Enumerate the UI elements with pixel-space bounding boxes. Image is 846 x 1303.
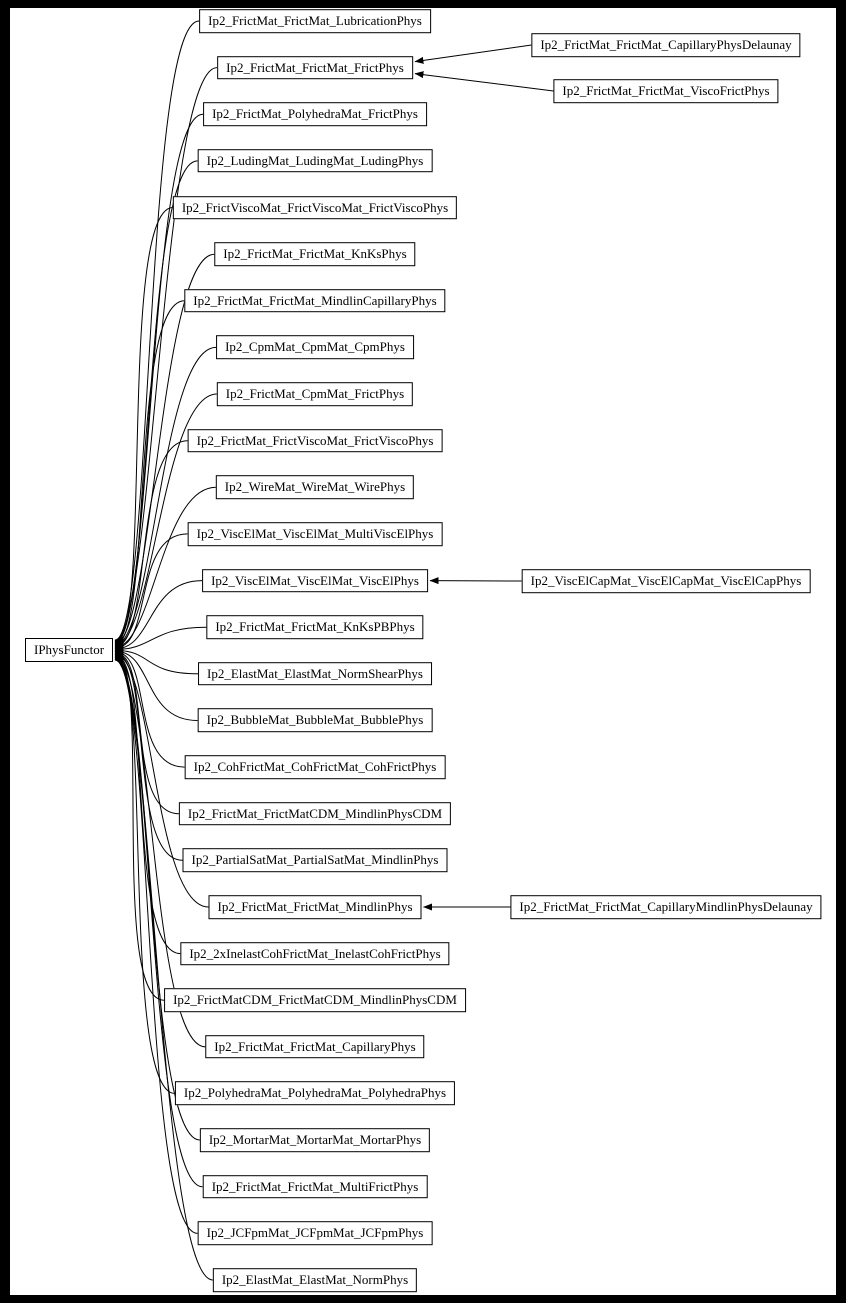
base-class-node[interactable]: IPhysFunctor xyxy=(25,638,114,662)
class-node[interactable]: Ip2_FrictMat_FrictMat_LubricationPhys xyxy=(199,9,431,33)
class-node[interactable]: Ip2_CpmMat_CpmMat_CpmPhys xyxy=(216,335,414,360)
class-node[interactable]: Ip2_ViscElMat_ViscElMat_MultiViscElPhys xyxy=(187,522,443,546)
class-node[interactable]: Ip2_ViscElCapMat_ViscElCapMat_ViscElCapP… xyxy=(521,569,811,593)
class-node[interactable]: Ip2_FrictMat_FrictViscoMat_FrictViscoPhy… xyxy=(187,428,443,453)
class-node[interactable]: Ip2_FrictMat_FrictMat_CapillaryPhys xyxy=(205,1035,425,1059)
class-node[interactable]: Ip2_2xInelastCohFrictMat_InelastCohFrict… xyxy=(180,941,450,966)
class-node[interactable]: Ip2_FrictMat_FrictMat_CapillaryPhysDelau… xyxy=(531,33,801,57)
class-node[interactable]: Ip2_ViscElMat_ViscElMat_ViscElPhys xyxy=(202,568,428,593)
class-node[interactable]: Ip2_FrictMat_FrictMat_MindlinPhys xyxy=(208,895,422,919)
class-node[interactable]: Ip2_FrictMat_FrictMat_MultiFrictPhys xyxy=(202,1174,428,1199)
class-node[interactable]: Ip2_WireMat_WireMat_WirePhys xyxy=(215,475,415,500)
class-node[interactable]: Ip2_PartialSatMat_PartialSatMat_MindlinP… xyxy=(182,848,448,873)
class-node[interactable]: Ip2_MortarMat_MortarMat_MortarPhys xyxy=(199,1128,431,1152)
class-node[interactable]: Ip2_FrictMat_FrictMat_MindlinCapillaryPh… xyxy=(184,288,446,313)
class-node[interactable]: Ip2_FrictMat_FrictMat_FrictPhys xyxy=(217,55,413,80)
class-node[interactable]: Ip2_BubbleMat_BubbleMat_BubblePhys xyxy=(197,708,433,733)
class-node[interactable]: Ip2_CohFrictMat_CohFrictMat_CohFrictPhys xyxy=(184,755,446,779)
class-node[interactable]: Ip2_PolyhedraMat_PolyhedraMat_PolyhedraP… xyxy=(174,1081,456,1106)
class-node[interactable]: Ip2_FrictMat_FrictMat_KnKsPhys xyxy=(214,242,416,266)
class-node[interactable]: Ip2_FrictMat_FrictMat_KnKsPBPhys xyxy=(206,615,424,639)
class-node[interactable]: Ip2_ElastMat_ElastMat_NormPhys xyxy=(212,1268,418,1292)
class-node[interactable]: Ip2_JCFpmMat_JCFpmMat_JCFpmPhys xyxy=(197,1221,433,1246)
class-node[interactable]: Ip2_FrictMat_FrictMatCDM_MindlinPhysCDM xyxy=(178,801,452,826)
class-node[interactable]: Ip2_FrictMat_CpmMat_FrictPhys xyxy=(216,382,414,406)
class-node[interactable]: Ip2_FrictMat_PolyhedraMat_FrictPhys xyxy=(203,102,427,127)
class-node[interactable]: Ip2_ElastMat_ElastMat_NormShearPhys xyxy=(198,662,432,686)
class-node[interactable]: Ip2_FrictMat_FrictMat_ViscoFrictPhys xyxy=(553,79,779,103)
class-node[interactable]: Ip2_FrictViscoMat_FrictViscoMat_FrictVis… xyxy=(172,195,458,220)
class-node[interactable]: Ip2_FrictMatCDM_FrictMatCDM_MindlinPhysC… xyxy=(164,988,466,1013)
class-node[interactable]: Ip2_FrictMat_FrictMat_CapillaryMindlinPh… xyxy=(510,895,822,919)
class-node[interactable]: Ip2_LudingMat_LudingMat_LudingPhys xyxy=(197,149,433,173)
